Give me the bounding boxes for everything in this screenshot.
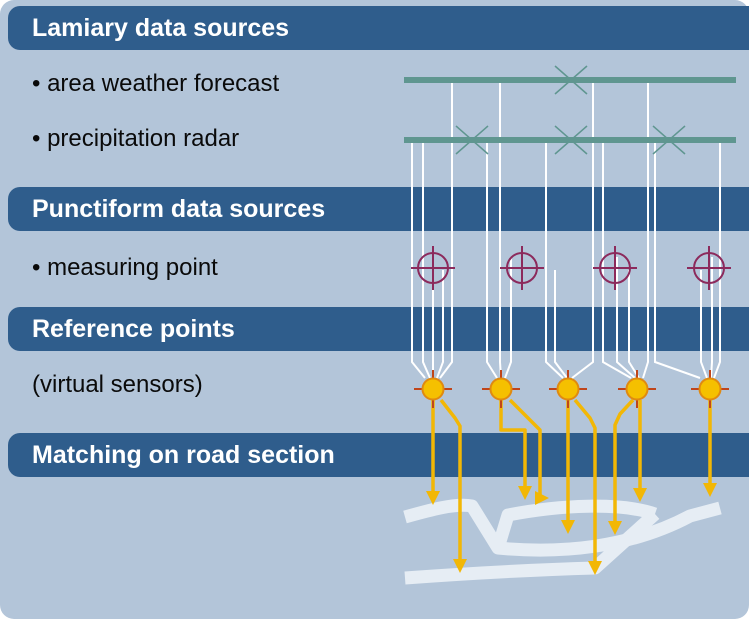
sensor-dot-icon [549, 370, 587, 408]
connector-line [504, 257, 512, 379]
sensor-dot-icon [691, 370, 729, 408]
crosshair-circle-icon [411, 246, 455, 290]
x-cross-icon [455, 125, 489, 155]
area-weather-forecast-label: • area weather forecast [32, 70, 280, 97]
sensor-dot [556, 377, 580, 401]
connector-line [700, 270, 708, 379]
connector-line [411, 140, 426, 379]
connector-line [642, 80, 649, 379]
virtual-sensors [414, 370, 729, 408]
matching-arrow [608, 398, 635, 535]
matching-arrow [573, 398, 602, 575]
connector-line [439, 80, 453, 379]
sensor-dot-icon [414, 370, 452, 408]
measuring-points [411, 246, 731, 290]
connector-line [713, 140, 721, 379]
virtual-sensors-label: (virtual sensors) [32, 371, 203, 398]
road-loop [491, 499, 658, 550]
connector-line [628, 270, 640, 379]
crosshair-circle-icon [687, 246, 731, 290]
sensor-dot [625, 377, 649, 401]
crosshair-circle-icon [500, 246, 544, 290]
x-cross-stroke [554, 65, 588, 95]
precipitation-radar-label: • precipitation radar [32, 125, 240, 152]
sensor-dot [421, 377, 445, 401]
x-cross-icon [554, 65, 588, 95]
connector-line [545, 140, 564, 379]
section-band-matching [8, 433, 749, 477]
x-cross-stroke [455, 125, 489, 155]
matching-arrow [508, 398, 549, 505]
sensor-dot-icon [618, 370, 656, 408]
x-cross-icon [652, 125, 686, 155]
connector-line [654, 140, 701, 379]
connector-line [422, 140, 431, 379]
x-cross-icon [554, 125, 588, 155]
sensor-dot [489, 377, 513, 401]
connector-line [554, 270, 568, 379]
connector-line [602, 140, 632, 379]
reference-header: Reference points [32, 315, 235, 343]
connector-lines [411, 80, 721, 379]
matching-arrows [426, 398, 717, 575]
matching-header: Matching on road section [32, 441, 335, 469]
connector-line [710, 257, 713, 379]
section-band-lamiary [8, 6, 749, 50]
punctiform-header: Punctiform data sources [32, 195, 326, 223]
matching-arrow [499, 400, 532, 500]
connector-line [486, 140, 498, 379]
connector-line [571, 80, 594, 379]
connector-line [499, 80, 502, 379]
crosshair-circle-icon [593, 246, 637, 290]
lamiary-header: Lamiary data sources [32, 14, 290, 42]
lamiary-grid [404, 65, 736, 155]
connector-line [436, 270, 444, 379]
matching-arrow [439, 398, 467, 573]
sensor-dot-icon [482, 370, 520, 408]
road-network [403, 498, 722, 585]
section-band-punctiform [8, 187, 749, 231]
road-lower [404, 509, 660, 585]
sensor-dot [698, 377, 722, 401]
measuring-point-label: • measuring point [32, 254, 218, 281]
connector-line [616, 257, 636, 379]
road-main [403, 498, 722, 557]
x-cross-stroke [554, 125, 588, 155]
section-band-reference [8, 307, 749, 351]
x-cross-stroke [652, 125, 686, 155]
